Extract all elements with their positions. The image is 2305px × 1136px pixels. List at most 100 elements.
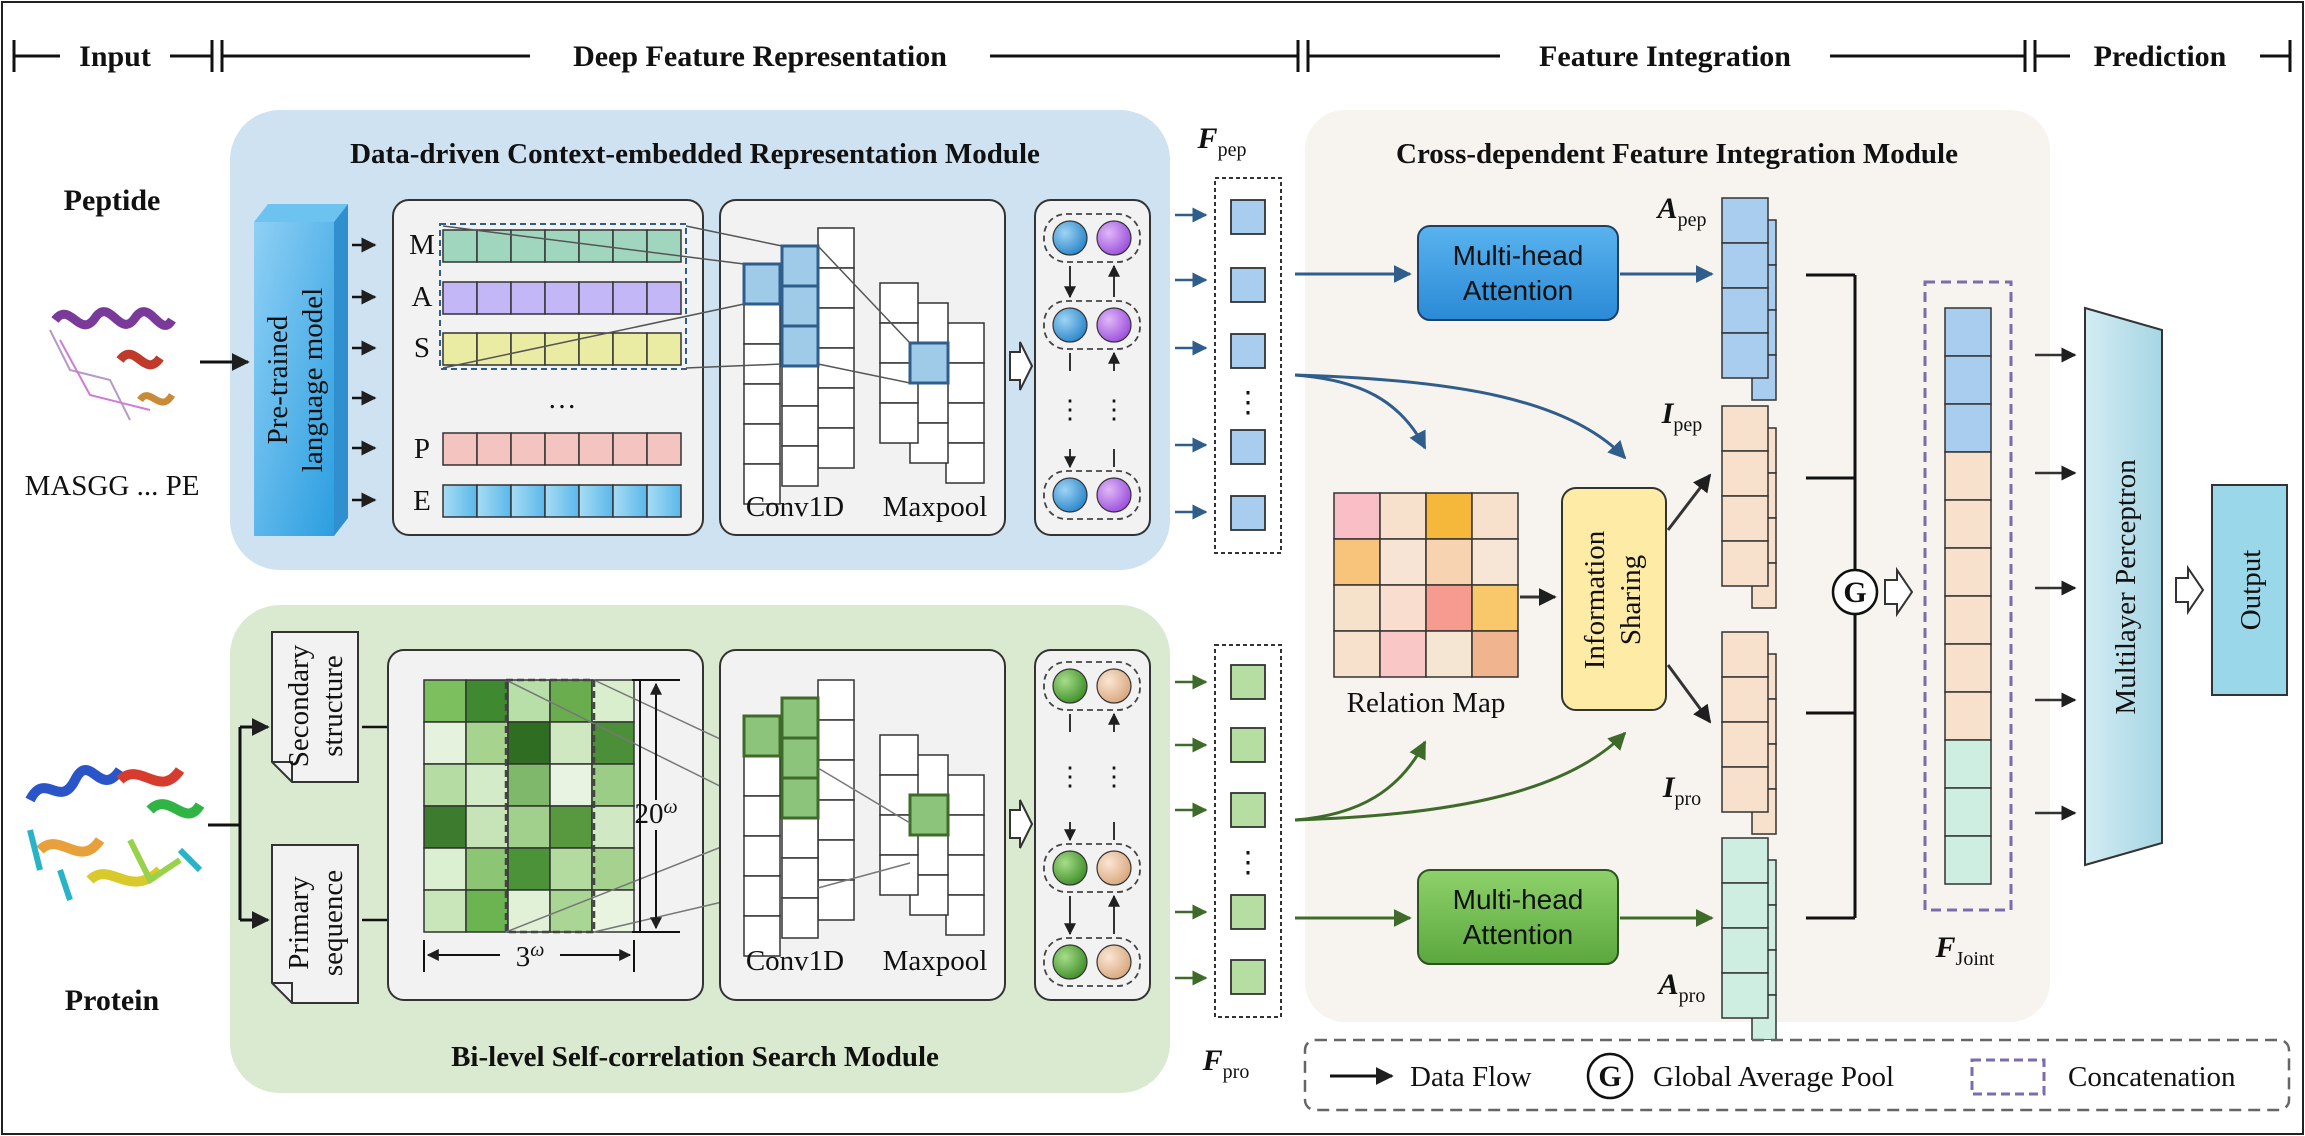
conv-stack-peptide bbox=[442, 225, 985, 505]
cell-ball bbox=[1052, 220, 1088, 256]
relation-cell bbox=[1425, 492, 1473, 540]
f-joint-label: FJoint bbox=[1935, 931, 1995, 970]
residue-label-e: E bbox=[413, 485, 431, 517]
a-pro-label: Apro bbox=[1657, 968, 1706, 1007]
conv-cell bbox=[817, 839, 855, 881]
secondary-label-line1: Secondary bbox=[283, 644, 315, 767]
stack-cell bbox=[1721, 721, 1769, 768]
section-prediction-label: Prediction bbox=[2094, 40, 2227, 73]
embedding-cell bbox=[646, 332, 682, 366]
f-pro-cell bbox=[1230, 664, 1266, 700]
gap-letter: G bbox=[1843, 576, 1866, 609]
hollow-arrow-peptide bbox=[1009, 341, 1034, 391]
mha-peptide-block bbox=[1417, 225, 1619, 321]
conv-cell bbox=[743, 915, 781, 957]
conv-cell bbox=[817, 267, 855, 309]
f-pro-cell bbox=[1230, 959, 1266, 995]
f-joint-cell bbox=[1944, 835, 1992, 885]
matrix-cell bbox=[507, 889, 551, 933]
conv-cell bbox=[817, 679, 855, 721]
pool-highlight-cell bbox=[908, 341, 950, 385]
projection-line bbox=[442, 303, 745, 369]
conv1d-label-protein: Conv1D bbox=[746, 945, 844, 977]
conv-cell bbox=[817, 719, 855, 761]
search-window bbox=[504, 678, 596, 934]
info-sharing-line2: Sharing bbox=[1615, 555, 1647, 645]
curve-fpep-to-map bbox=[1294, 373, 1427, 450]
window-width-label: 3ω bbox=[516, 939, 545, 973]
conv-highlight-cell bbox=[780, 696, 820, 740]
lstm-panel-peptide bbox=[1034, 199, 1151, 536]
pool-cell bbox=[945, 774, 985, 816]
conv-highlight-cell bbox=[742, 714, 782, 758]
relation-cell bbox=[1333, 584, 1381, 632]
cell-pill bbox=[1043, 213, 1141, 263]
embedding-cell bbox=[646, 432, 682, 466]
cell-ball bbox=[1096, 668, 1132, 704]
plm-block bbox=[254, 204, 348, 536]
f-pro-ellipsis: ⋮ bbox=[1234, 847, 1263, 879]
cell-dots: ⋮ bbox=[1057, 762, 1083, 791]
cell-ball bbox=[1096, 944, 1132, 980]
embedding-cell bbox=[510, 332, 546, 366]
cell-pill bbox=[1043, 661, 1141, 711]
legend-g-letter: G bbox=[1598, 1060, 1621, 1093]
plm-output-arrows bbox=[352, 237, 377, 508]
to-fpep-arrows bbox=[1175, 207, 1208, 520]
plm-label-line1: Pre-trained bbox=[262, 315, 294, 444]
legend-data-flow: Data Flow bbox=[1410, 1061, 1532, 1093]
peptide-sequence: MASGG ... PE bbox=[25, 470, 200, 502]
projection-line bbox=[442, 225, 745, 265]
f-pro-cells bbox=[1230, 664, 1266, 995]
projection-line bbox=[817, 245, 911, 344]
mha-protein-line2: Attention bbox=[1463, 919, 1574, 950]
cell-ball bbox=[1052, 307, 1088, 343]
conv-cell bbox=[817, 307, 855, 349]
embedding-cell bbox=[544, 229, 580, 263]
relation-map-label: Relation Map bbox=[1347, 687, 1506, 719]
embedding-cell bbox=[612, 281, 648, 315]
f-pep-cell bbox=[1230, 267, 1266, 303]
i-pep-label: Ipep bbox=[1661, 397, 1703, 436]
protein-input-bracket bbox=[208, 718, 270, 929]
conv-cell bbox=[781, 897, 819, 939]
stack-cell bbox=[1721, 197, 1769, 244]
to-fpro-arrows bbox=[1175, 674, 1208, 986]
embedding-cell bbox=[612, 432, 648, 466]
matrix-cell bbox=[591, 763, 635, 807]
pool-cell bbox=[945, 362, 985, 404]
stack-cell bbox=[1721, 242, 1769, 289]
matrix-cell bbox=[549, 889, 593, 933]
residue-label-p: P bbox=[414, 433, 430, 465]
matrix-cell bbox=[465, 847, 509, 891]
hollow-arrow-gap bbox=[1884, 566, 1914, 618]
f-pro-label: Fpro bbox=[1202, 1044, 1250, 1083]
f-pep-cells bbox=[1230, 199, 1266, 531]
matrix-cell bbox=[423, 805, 467, 849]
section-deep-feature-label: Deep Feature Representation bbox=[573, 40, 947, 73]
embedding-cell bbox=[646, 281, 682, 315]
embedding-cell bbox=[612, 229, 648, 263]
f-pep-column bbox=[1214, 177, 1282, 554]
matrix-cell bbox=[549, 847, 593, 891]
pool-cell bbox=[945, 894, 985, 936]
info-to-ipep-arrow bbox=[1666, 473, 1712, 531]
pool-cell bbox=[879, 854, 919, 896]
conv-cell bbox=[781, 445, 819, 487]
matrix-cell bbox=[423, 679, 467, 723]
output-block bbox=[2211, 484, 2288, 696]
f-pro-column bbox=[1214, 644, 1282, 1018]
f-pro-cell bbox=[1230, 727, 1266, 763]
mha-peptide-line2: Attention bbox=[1463, 275, 1574, 306]
stack-cell bbox=[1721, 631, 1769, 678]
residue-label-m: M bbox=[409, 229, 435, 261]
conv-cell bbox=[743, 303, 781, 345]
cell-dots: ⋮ bbox=[1057, 395, 1083, 424]
matrix-cell bbox=[549, 805, 593, 849]
bilevel-module-title: Bi-level Self-correlation Search Module bbox=[451, 1041, 939, 1073]
to-mlp-arrows bbox=[2035, 347, 2077, 821]
residue-label-a: A bbox=[412, 281, 433, 313]
conv-highlight-cell bbox=[780, 324, 820, 368]
f-pro-cell bbox=[1230, 792, 1266, 828]
residue-ellipsis: … bbox=[548, 383, 577, 415]
